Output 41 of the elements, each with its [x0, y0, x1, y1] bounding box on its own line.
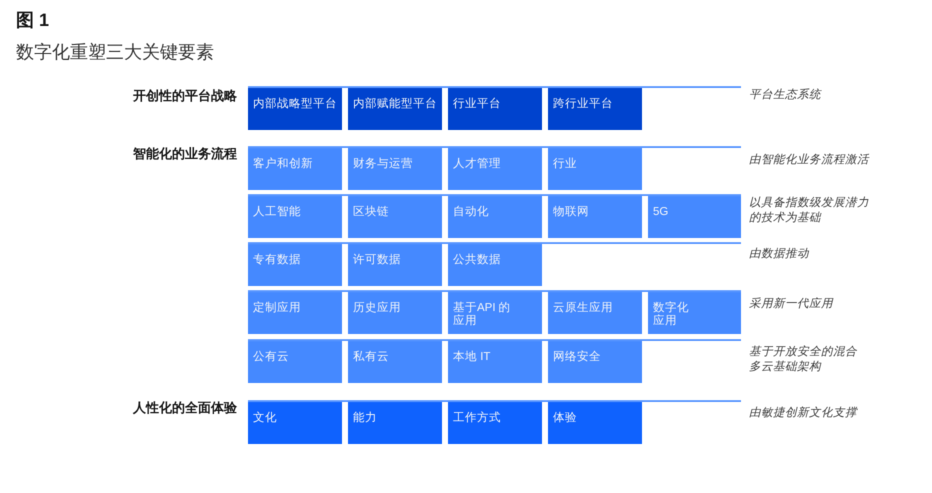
element-tile: 网络安全	[548, 341, 642, 383]
row-note: 以具备指数级发展潜力的技术为基础	[749, 196, 870, 226]
element-tile: 人工智能	[248, 196, 342, 238]
element-tile: 人才管理	[448, 148, 542, 190]
row-note: 由智能化业务流程激活	[749, 152, 870, 168]
element-tile: 自动化	[448, 196, 542, 238]
element-tile: 行业	[548, 148, 642, 190]
element-tile: 云原生应用	[548, 292, 642, 334]
row-heading: 人性化的全面体验	[133, 400, 237, 416]
element-tile: 本地 IT	[448, 341, 542, 383]
diagram-title: 数字化重塑三大关键要素	[16, 42, 214, 62]
row-note: 由敏捷创新文化支撑	[749, 406, 859, 420]
element-tile: 专有数据	[248, 244, 342, 286]
row-note: 基于开放安全的混合多云基础架构	[749, 344, 858, 374]
element-tile: 数字化应用	[648, 292, 741, 334]
element-tile: 体验	[548, 402, 642, 444]
element-tile: 5G	[648, 196, 741, 238]
element-tile: 行业平台	[448, 88, 542, 130]
element-tile: 历史应用	[348, 292, 442, 334]
row-note: 平台生态系统	[749, 88, 822, 102]
element-tile: 许可数据	[348, 244, 442, 286]
element-tile: 工作方式	[448, 402, 542, 444]
figure-number: 图 1	[16, 10, 50, 30]
element-tile: 基于API 的应用	[448, 292, 542, 334]
element-tile: 内部赋能型平台	[348, 88, 442, 130]
row-heading: 开创性的平台战略	[133, 89, 237, 105]
element-tile: 能力	[348, 402, 442, 444]
element-tile: 区块链	[348, 196, 442, 238]
element-tile: 跨行业平台	[548, 88, 642, 130]
element-tile: 客户和创新	[248, 148, 342, 190]
element-tile: 物联网	[548, 196, 642, 238]
row-note: 采用新一代应用	[749, 296, 834, 312]
row-heading: 智能化的业务流程	[133, 147, 237, 163]
element-tile: 公有云	[248, 341, 342, 383]
element-tile: 私有云	[348, 341, 442, 383]
row-note: 由数据推动	[749, 246, 810, 262]
element-tile: 文化	[248, 402, 342, 444]
element-tile: 财务与运营	[348, 148, 442, 190]
element-tile: 定制应用	[248, 292, 342, 334]
element-tile: 内部战略型平台	[248, 88, 342, 130]
element-tile: 公共数据	[448, 244, 542, 286]
